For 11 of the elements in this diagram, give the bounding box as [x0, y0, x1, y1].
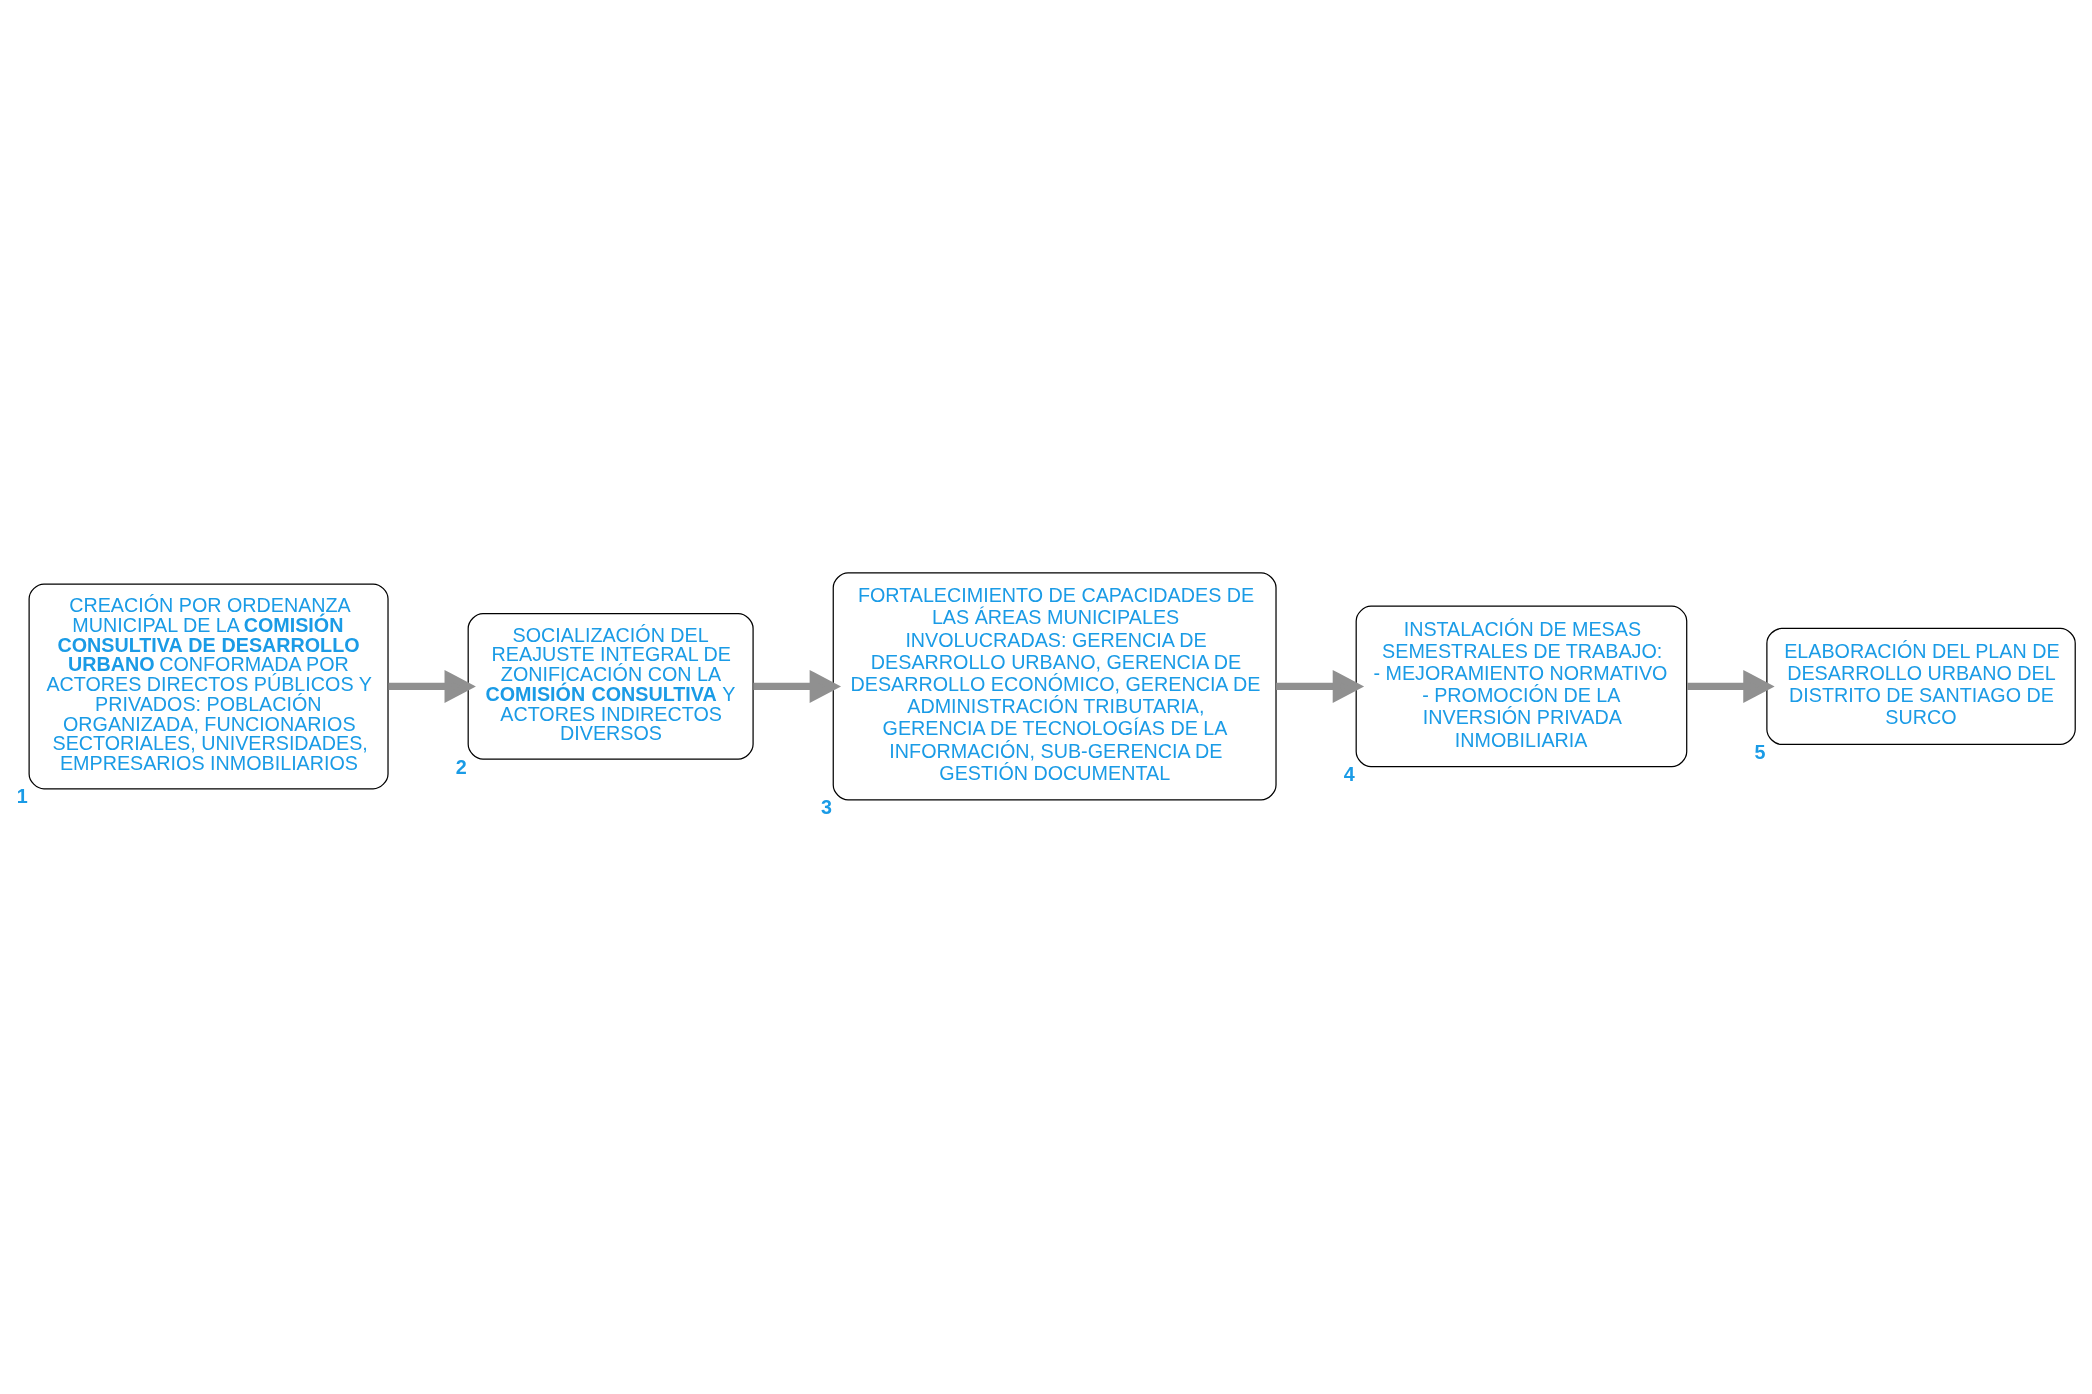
node-box: INSTALACIÓN DE MESAS SEMESTRALES DE TRABAJO: - MEJORAMIENTO NORMATIVO - PROMOCIÓN DE LA INVERSIÓN PRIVADA INMOBILIARIA: [1355, 605, 1688, 767]
node-box: ELABORACIÓN DEL PLAN DE DESARROLLO URBANO DEL DISTRITO DE SANTIAGO DE SURCO: [1766, 627, 2076, 745]
arrow: [1687, 669, 1775, 703]
node-box: SOCIALIZACIÓN DEL REAJUSTE INTEGRAL DE ZONIFICACIÓN CON LA COMISIÓN CONSULTIVA Y ACTORES INDIRECTOS DIVERSOS: [467, 612, 754, 760]
node-label: 1: [16, 784, 28, 807]
node-box: CREACIÓN POR ORDENANZA MUNICIPAL DE LA COMISIÓN CONSULTIVA DE DESARROLLO URBANO CONFORMADA POR ACTORES DIRECTOS PÚBLICOS Y PRIVADOS: POBLACIÓN ORGANIZADA, FUNCIONARIOS SECTORIALES, UNIVERSIDADES, EMPRESARIOS INMOBILIARIOS: [28, 582, 389, 789]
node-label: 4: [1343, 762, 1355, 785]
node-label: 5: [1754, 740, 1766, 763]
node-label: 3: [820, 795, 832, 818]
node-box: FORTALECIMIENTO DE CAPACIDADES DE LAS ÁREAS MUNICIPALES INVOLUCRADAS: GERENCIA DE DESARROLLO URBANO, GERENCIA DE DESARROLLO ECONÓMICO, GERENCIA DE ADMINISTRACIÓN TRIBUTARIA, GERENCIA DE TECNOLOGÍAS DE LA INFORMACIÓN, SUB-GERENCIA DE GESTIÓN DOCUMENTAL: [832, 571, 1277, 800]
node-label: 2: [455, 755, 467, 778]
